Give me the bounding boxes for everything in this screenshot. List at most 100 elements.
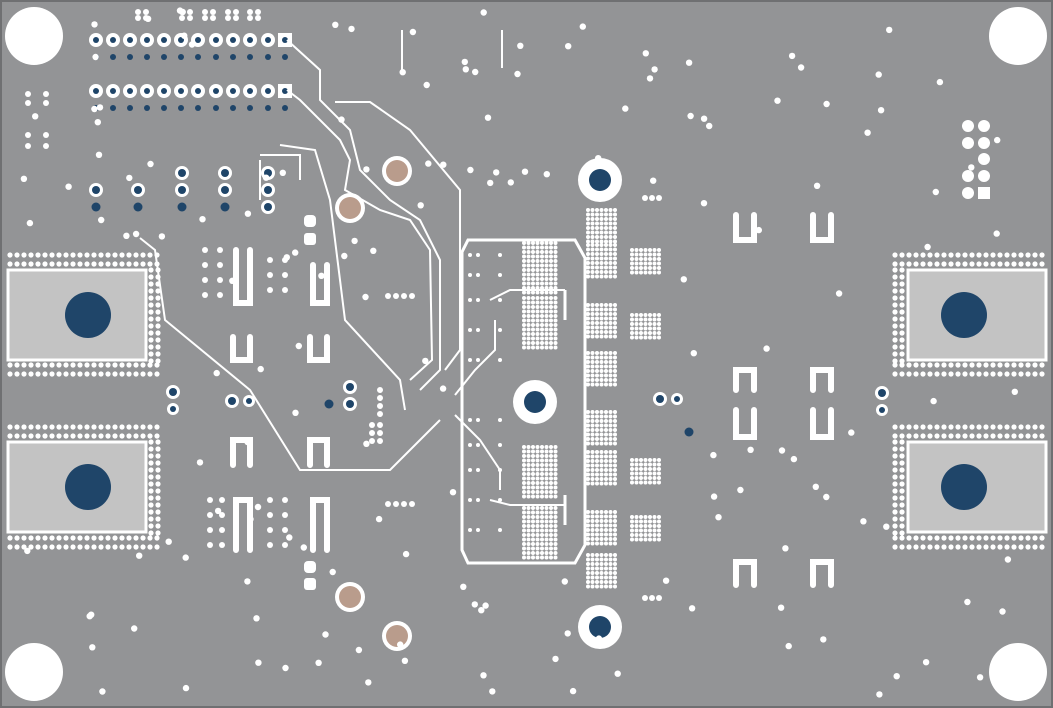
via-icon <box>590 562 595 566</box>
via-icon <box>531 281 535 286</box>
via-icon <box>476 468 480 472</box>
via-icon <box>56 535 62 541</box>
via-icon <box>715 514 722 521</box>
via-icon <box>553 454 558 458</box>
via-icon <box>599 528 604 532</box>
via-icon <box>648 476 652 480</box>
via-icon <box>217 262 223 268</box>
via-icon <box>476 418 480 422</box>
via-icon <box>468 443 472 447</box>
via-icon <box>886 26 893 34</box>
via-icon <box>498 273 502 277</box>
via-icon <box>997 535 1003 541</box>
via-icon <box>1032 261 1038 267</box>
via-icon <box>604 307 608 312</box>
via-icon <box>892 509 898 515</box>
via-icon <box>155 516 161 522</box>
via-icon <box>657 462 661 467</box>
via-icon <box>549 546 553 551</box>
via-icon <box>639 322 643 326</box>
via-icon <box>148 295 154 301</box>
via-icon <box>613 523 617 528</box>
via-icon <box>608 468 613 472</box>
via-icon <box>544 515 549 519</box>
via-icon <box>84 362 90 368</box>
via-icon <box>652 462 657 467</box>
via-icon <box>608 373 613 378</box>
via-icon <box>599 351 604 355</box>
via-icon <box>213 369 220 377</box>
via-icon <box>292 249 299 256</box>
via-icon <box>586 410 590 414</box>
via-icon <box>92 186 100 194</box>
via-icon <box>892 316 898 322</box>
via-icon <box>997 371 1003 377</box>
via-icon <box>91 21 98 28</box>
via-icon <box>126 371 132 377</box>
via-icon <box>553 533 558 537</box>
via-icon <box>522 250 526 254</box>
via-icon <box>522 254 526 259</box>
via-icon <box>608 303 613 307</box>
via-icon <box>279 169 286 176</box>
via-icon <box>42 424 48 430</box>
via-icon <box>148 453 154 459</box>
via-icon <box>119 535 125 541</box>
via-icon <box>656 395 664 403</box>
via-icon <box>544 551 549 555</box>
via-icon <box>282 287 288 293</box>
via-icon <box>549 268 553 272</box>
via-icon <box>599 217 604 221</box>
via-icon <box>899 302 905 308</box>
via-icon <box>569 687 577 695</box>
via-icon <box>126 362 132 368</box>
via-icon <box>526 476 531 481</box>
via-icon <box>526 341 531 345</box>
via-icon <box>540 332 544 336</box>
via-icon <box>755 226 762 234</box>
via-icon <box>899 474 905 480</box>
via-icon <box>969 261 975 267</box>
via-icon <box>135 9 141 15</box>
via-icon <box>604 423 608 428</box>
via-icon <box>531 296 535 300</box>
via-icon <box>522 515 526 519</box>
via-icon <box>549 476 553 481</box>
via-icon <box>613 566 617 571</box>
via-icon <box>892 530 898 536</box>
via-icon <box>540 254 544 259</box>
via-icon <box>608 523 613 528</box>
via-icon <box>531 336 535 341</box>
via-icon <box>1018 371 1024 377</box>
via-icon <box>613 369 617 373</box>
via-icon <box>590 355 595 360</box>
via-icon <box>590 459 595 463</box>
via-icon <box>49 535 55 541</box>
via-icon <box>590 419 595 423</box>
via-icon <box>899 495 905 501</box>
via-icon <box>913 424 919 430</box>
via-icon <box>70 433 76 439</box>
via-icon <box>549 555 553 560</box>
via-icon <box>522 309 526 314</box>
via-icon <box>604 252 608 256</box>
via-icon <box>143 9 149 15</box>
via-icon <box>927 424 933 430</box>
via-icon <box>42 261 48 267</box>
via-icon <box>540 537 544 542</box>
via-icon <box>535 510 540 515</box>
via-icon <box>899 439 905 445</box>
via-icon <box>531 485 535 490</box>
via-icon <box>604 575 608 580</box>
via-icon <box>148 523 154 529</box>
via-icon <box>1004 556 1012 563</box>
via-icon <box>595 481 599 486</box>
via-icon <box>489 688 496 695</box>
via-icon <box>899 433 905 439</box>
via-icon <box>586 235 590 239</box>
via-icon <box>590 208 595 212</box>
via-icon <box>522 300 526 305</box>
via-icon <box>657 266 661 270</box>
via-icon <box>913 371 919 377</box>
